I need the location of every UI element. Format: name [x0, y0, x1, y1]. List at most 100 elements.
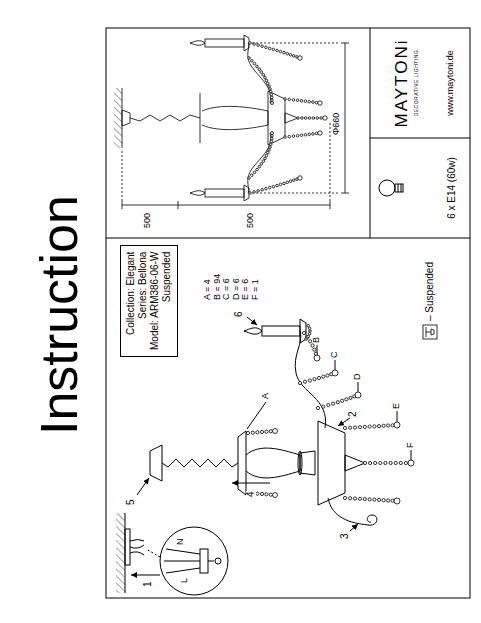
crystal-bead	[272, 48, 275, 51]
crystal-bead	[394, 422, 400, 428]
crystal-bead	[256, 431, 259, 434]
part-letter: E	[392, 403, 401, 409]
part-letter: F	[406, 443, 415, 449]
crystal-bead	[270, 93, 273, 96]
crystal-bead	[312, 101, 315, 104]
bulb-icon-part	[401, 184, 402, 192]
chandelier-drawing-part	[262, 326, 300, 336]
part-letter: C	[330, 352, 339, 359]
dimension-drawing-part	[190, 41, 205, 46]
crystal-bead	[377, 425, 380, 428]
chandelier-drawing	[238, 317, 411, 531]
crystal-bead	[271, 135, 274, 138]
dimension-drawing-part	[190, 191, 205, 196]
dimension-drawing-part	[130, 115, 200, 121]
crystal-bead	[408, 460, 414, 466]
crystal-bead	[251, 174, 254, 177]
crystal-bead	[304, 100, 307, 103]
crystal-bead	[268, 149, 271, 152]
callout-number: 5	[126, 499, 136, 505]
crystal-bead	[288, 98, 291, 101]
crystal-bead	[261, 45, 264, 48]
crystal-bead	[286, 181, 289, 184]
mounting-drawing-part	[215, 558, 221, 564]
crystal-bead	[246, 431, 249, 434]
crystal-bead	[248, 57, 251, 60]
crystal-bead	[256, 492, 259, 495]
crystal-bead	[314, 355, 320, 361]
crystal-bead	[262, 74, 265, 77]
crystal-bead	[363, 461, 366, 464]
crystal-bead	[260, 71, 263, 74]
wire-label: N	[176, 539, 185, 546]
crystal-bead	[308, 133, 311, 136]
crystal-bead	[271, 99, 274, 102]
crystal-bead	[387, 499, 390, 502]
chandelier-drawing-part	[300, 451, 315, 475]
crystal-bead	[268, 186, 271, 189]
crystal-bead	[253, 43, 256, 46]
crystal-bead	[251, 431, 254, 434]
crystal-bead	[257, 44, 260, 47]
crystal-bead	[276, 184, 279, 187]
crystal-bead	[273, 493, 278, 498]
bulb-icon-part	[379, 180, 395, 196]
mounting-drawing-part	[125, 529, 130, 565]
crystal-bead	[349, 497, 352, 500]
crystal-bead	[293, 179, 296, 182]
chandelier-drawing-part	[358, 382, 359, 392]
dimension-drawing-part	[202, 106, 268, 129]
mounting-drawing-part	[137, 478, 149, 495]
crystal-bead	[292, 135, 295, 138]
crystal-bead	[269, 493, 272, 496]
callout-number: 2	[348, 411, 358, 417]
dimension-drawing	[114, 35, 349, 209]
crystal-bead	[345, 398, 348, 401]
dimension-drawing-part	[122, 149, 123, 201]
dimension-drawing-part	[248, 133, 271, 193]
dimension-drawing-part	[205, 189, 244, 197]
crystal-bead	[307, 335, 310, 338]
crystal-bead	[297, 117, 300, 120]
crystal-bead	[283, 182, 286, 185]
crystal-bead	[315, 132, 318, 135]
crystal-bead	[312, 133, 315, 136]
callout-number: 3	[340, 533, 350, 539]
node-text: Collection: Elegant	[125, 252, 137, 350]
dimension-drawing-part	[122, 110, 130, 126]
crystal-bead	[312, 117, 315, 120]
crystal-bead	[261, 189, 264, 192]
crystal-bead	[332, 402, 335, 405]
crystal-bead	[271, 137, 274, 140]
suspended-icon	[423, 325, 437, 339]
frame-part	[106, 28, 470, 598]
crystal-bead	[349, 426, 352, 429]
chandelier-drawing-part	[238, 431, 246, 495]
crystal-bead	[308, 379, 311, 382]
crystal-bead	[363, 425, 366, 428]
crystal-bead	[260, 430, 263, 433]
crystal-bead	[293, 55, 296, 58]
crystal-bead	[336, 401, 339, 404]
crystal-bead	[311, 344, 314, 347]
dimension-label: 500	[143, 213, 152, 228]
crystal-bead	[308, 100, 311, 103]
mounting-drawing-part	[131, 575, 160, 576]
bulb-icon-part	[395, 184, 403, 192]
crystal-bead	[343, 496, 346, 499]
chandelier-drawing-part	[246, 448, 300, 478]
crystal-bead	[249, 192, 252, 195]
crystal-bead	[320, 117, 323, 120]
crystal-bead	[302, 331, 305, 334]
crystal-bead	[268, 47, 271, 50]
dimension-label: Φ660	[332, 113, 341, 135]
crystal-bead	[284, 136, 287, 139]
crystal-bead	[313, 378, 316, 381]
frame-part	[106, 238, 470, 239]
crystal-bead	[284, 98, 287, 101]
crystal-bead	[317, 376, 320, 379]
mounting-drawing-part	[200, 549, 208, 573]
mounting-drawing	[116, 445, 270, 595]
dimension-drawing-part	[122, 201, 123, 209]
